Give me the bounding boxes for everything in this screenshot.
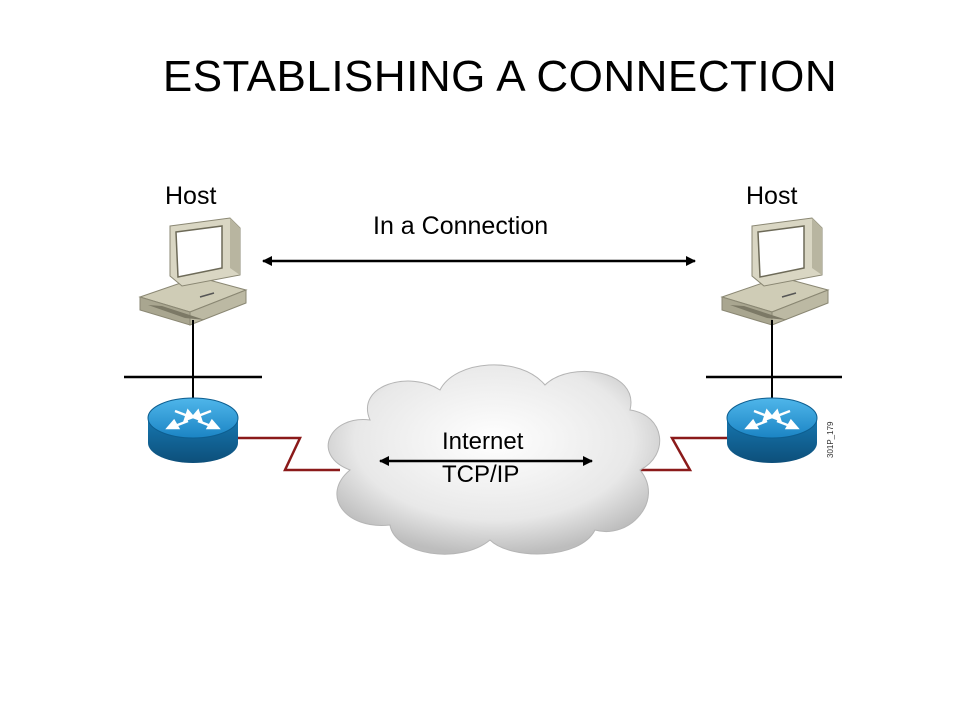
- connection-label: In a Connection: [373, 212, 549, 240]
- host-left-computer-icon: [138, 217, 248, 326]
- figure-id: 301P_179: [826, 421, 835, 458]
- internet-cloud-icon: [327, 364, 661, 555]
- cloud-label-tcpip: TCP/IP: [442, 461, 520, 488]
- host-right-computer-icon: [720, 217, 830, 326]
- host-right-label: Host: [746, 182, 798, 210]
- page-title: ESTABLISHING A CONNECTION: [162, 52, 838, 101]
- serial-link-right: [640, 436, 730, 472]
- router-right-icon: [726, 397, 818, 463]
- serial-link-left: [236, 436, 340, 472]
- host-left-label: Host: [165, 182, 217, 210]
- router-left-icon: [147, 397, 239, 463]
- cloud-label-internet: Internet: [442, 428, 524, 455]
